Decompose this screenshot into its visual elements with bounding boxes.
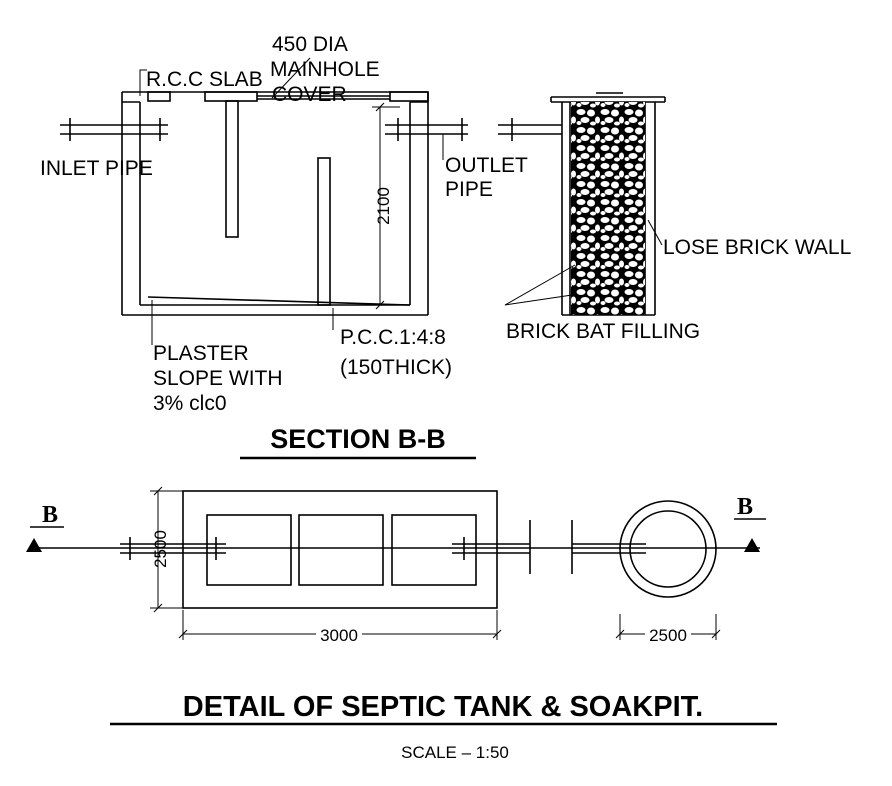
- pcc-label-line-1: P.C.C.1:4:8: [340, 326, 446, 349]
- section-arrow-right: [744, 538, 760, 552]
- rcc-slab-label: R.C.C SLAB: [146, 68, 263, 91]
- plan-view: B B 2500 300: [26, 486, 766, 645]
- section-arrow-left: [26, 538, 42, 552]
- brick-bat-filling: [571, 102, 645, 315]
- tank-plan-outline: [182, 490, 498, 609]
- depth-dimension-line: [372, 102, 400, 310]
- plaster-slope: [147, 296, 411, 306]
- plaster-label-line-1: PLASTER: [153, 342, 249, 365]
- slab-block-left: [147, 91, 171, 102]
- baffle-wall-2: [317, 157, 331, 306]
- plaster-label-line-2: SLOPE WITH: [153, 367, 283, 390]
- outlet-pipe-label-line-1: OUTLET: [445, 154, 528, 177]
- outlet-pipe-label-line-2: PIPE: [445, 178, 493, 201]
- section-marker-left: B: [42, 502, 58, 528]
- plan-length-dimension: 3000: [320, 626, 358, 645]
- tank-chamber-1: [206, 514, 292, 586]
- manhole-label-line-1: 450 DIA: [272, 33, 348, 56]
- scale-label: SCALE – 1:50: [401, 743, 509, 762]
- manhole-label-line-2: MAINHOLE: [270, 58, 380, 81]
- main-title: DETAIL OF SEPTIC TANK & SOAKPIT.: [183, 691, 703, 723]
- soakpit-dia-dimension: 2500: [649, 626, 687, 645]
- inlet-pipe-label: INLET PIPE: [40, 157, 153, 180]
- pcc-label-line-2: (150THICK): [340, 356, 452, 379]
- brick-bat-leader-2: [504, 294, 573, 306]
- brick-bat-filling-label: BRICK BAT FILLING: [506, 320, 700, 343]
- soakpit-section: LOSE BRICK WALL BRICK BAT FILLING: [498, 92, 851, 343]
- brick-bat-leader-1: [504, 264, 576, 306]
- tank-chamber-3: [391, 514, 477, 586]
- tank-chamber-2: [298, 514, 384, 586]
- manhole-label-line-3: COVER: [272, 83, 347, 106]
- manhole-leader: [271, 57, 311, 99]
- plaster-label-line-3: 3% clc0: [153, 392, 227, 415]
- soakpit-inner-circle: [629, 510, 707, 588]
- septic-tank-section: 2100 450 DIA MAINHOLE COVER R.C.C SLAB I…: [40, 33, 528, 415]
- brick-wall-leader: [647, 219, 663, 246]
- section-title: SECTION B-B: [270, 424, 446, 454]
- inlet-pipe: [60, 118, 168, 141]
- plan-width-dimension: 2500: [151, 530, 170, 568]
- depth-dimension-text: 2100: [374, 187, 393, 225]
- outlet-pipe: [385, 118, 468, 141]
- lose-brick-wall-label: LOSE BRICK WALL: [663, 236, 851, 259]
- slab-block-middle: [204, 91, 258, 102]
- rcc-slab-leader: [139, 69, 147, 96]
- slab-block-right: [389, 91, 429, 102]
- soakpit-outer-circle: [619, 500, 717, 598]
- baffle-wall-1: [225, 100, 239, 238]
- section-marker-right: B: [737, 494, 753, 520]
